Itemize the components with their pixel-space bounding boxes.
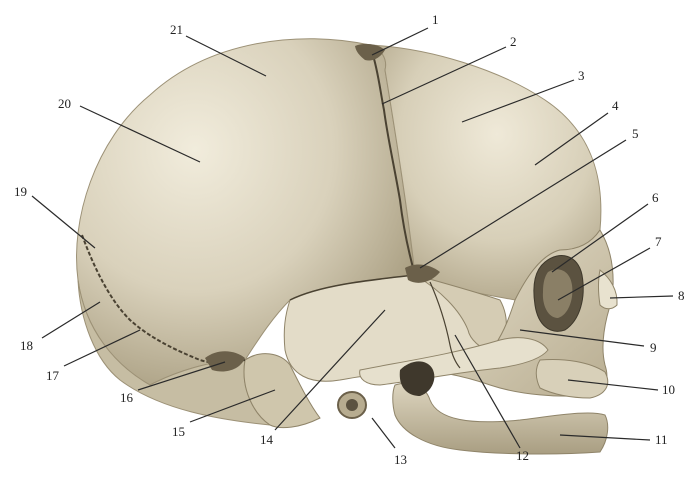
- label-2: 2: [510, 34, 517, 49]
- label-3: 3: [578, 68, 585, 83]
- label-15: 15: [172, 424, 185, 439]
- label-4: 4: [612, 98, 619, 113]
- label-14: 14: [260, 432, 274, 447]
- label-8: 8: [678, 288, 685, 303]
- label-9: 9: [650, 340, 657, 355]
- label-20: 20: [58, 96, 71, 111]
- label-11: 11: [655, 432, 668, 447]
- label-6: 6: [652, 190, 659, 205]
- label-12: 12: [516, 448, 529, 463]
- label-10: 10: [662, 382, 675, 397]
- label-18: 18: [20, 338, 33, 353]
- label-13: 13: [394, 452, 407, 467]
- label-1: 1: [432, 12, 439, 27]
- label-16: 16: [120, 390, 134, 405]
- label-7: 7: [655, 234, 662, 249]
- label-19: 19: [14, 184, 27, 199]
- meatus-opening: [346, 399, 358, 411]
- label-5: 5: [632, 126, 639, 141]
- label-17: 17: [46, 368, 60, 383]
- label-21: 21: [170, 22, 183, 37]
